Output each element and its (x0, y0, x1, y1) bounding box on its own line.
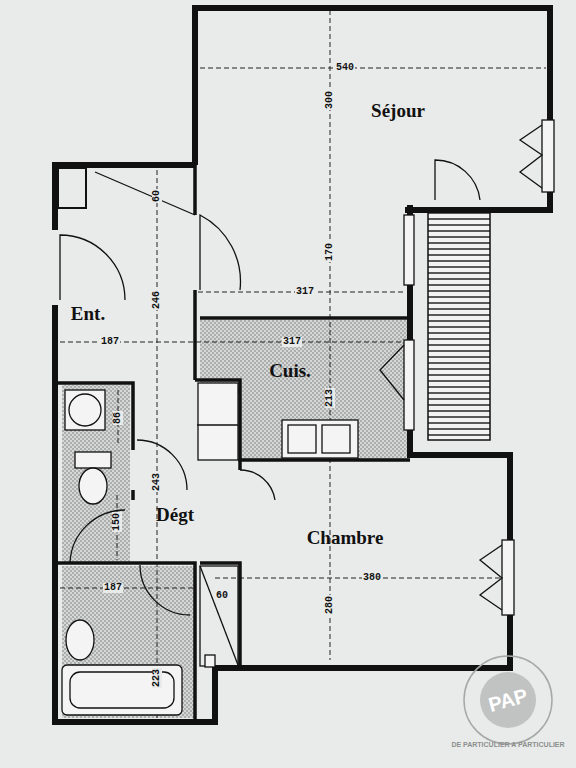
balcony (428, 208, 490, 440)
fixtures (62, 383, 358, 715)
dimension-number: 317 (295, 287, 315, 297)
room-name: Ent. (68, 303, 108, 324)
dimension-number: 243 (152, 472, 162, 492)
watermark: PAP (486, 685, 529, 715)
dimension-number: 150 (112, 512, 122, 532)
dimension-number: 540 (335, 63, 355, 73)
inner-walls (58, 165, 410, 720)
dimension-number: 380 (362, 573, 382, 583)
dimension-number: 213 (325, 388, 335, 408)
windows (380, 120, 554, 615)
dimension-number: 187 (100, 337, 120, 347)
watermark: DE PARTICULIER A PARTICULIER (451, 741, 564, 748)
dimension-number: 223 (152, 668, 162, 688)
dimension-number: 60 (152, 189, 162, 203)
bathroom-floor (62, 566, 195, 718)
dimension-lines (60, 10, 546, 718)
room-name: Dégt (153, 504, 197, 525)
room-name: Chambre (304, 527, 387, 548)
dimension-number: 300 (325, 90, 335, 110)
room-name: Séjour (368, 100, 428, 121)
dimension-number: 187 (103, 583, 123, 593)
dimension-number: 280 (325, 595, 335, 615)
dimension-number: 86 (113, 411, 123, 425)
outer-walls (55, 8, 550, 722)
dimension-number: 170 (325, 242, 335, 262)
room-name: Cuis. (266, 360, 314, 381)
watermark-disc (480, 672, 536, 728)
dimension-number: 60 (215, 591, 229, 601)
dimension-number: 317 (282, 337, 302, 347)
doors (60, 160, 480, 666)
wc-floor (62, 385, 130, 563)
dimension-number: 246 (152, 290, 162, 310)
watermark-ring (464, 656, 552, 744)
